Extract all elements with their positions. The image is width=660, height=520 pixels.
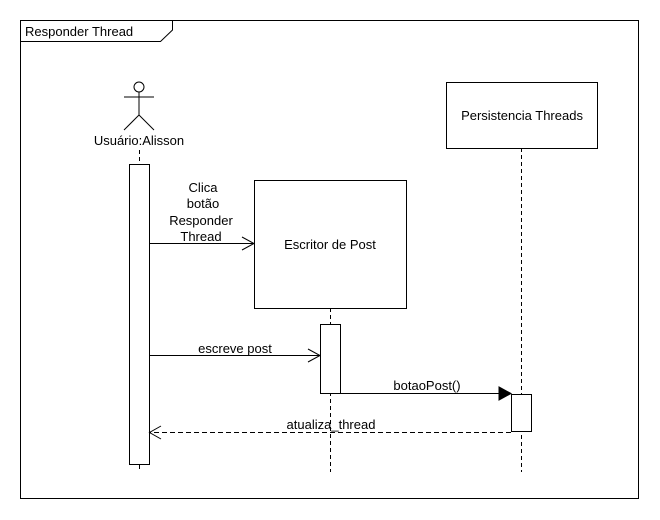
escritor-activation-bar	[320, 324, 341, 394]
persistencia-object-box	[446, 82, 598, 149]
message-botao-post-label: botaoPost()	[393, 378, 460, 393]
actor-icon	[123, 81, 155, 131]
message-atualiza-thread	[148, 425, 511, 440]
message-clica-line-4: Thread	[180, 229, 221, 244]
message-clica-botao	[149, 236, 256, 251]
escritor-object-box	[254, 180, 407, 309]
persistencia-activation-bar	[511, 394, 532, 432]
message-clica-line-2: botão	[187, 196, 220, 211]
message-atualiza-thread-label: atualiza_thread	[287, 417, 376, 432]
escritor-object-label: Escritor de Post	[284, 237, 376, 252]
frame-title: Responder Thread	[25, 24, 133, 39]
actor-activation-bar	[129, 164, 150, 465]
persistencia-object-label: Persistencia Threads	[461, 108, 583, 123]
message-escreve-post	[149, 348, 322, 363]
frame-border	[20, 20, 639, 499]
frame-title-tab	[20, 20, 173, 42]
message-botao-post	[340, 386, 513, 401]
message-escreve-post-label: escreve post	[198, 341, 272, 356]
actor-label: Usuário:Alisson	[94, 133, 184, 148]
message-clica-line-3: Responder	[169, 213, 233, 228]
message-clica-line-1: Clica	[189, 180, 219, 195]
